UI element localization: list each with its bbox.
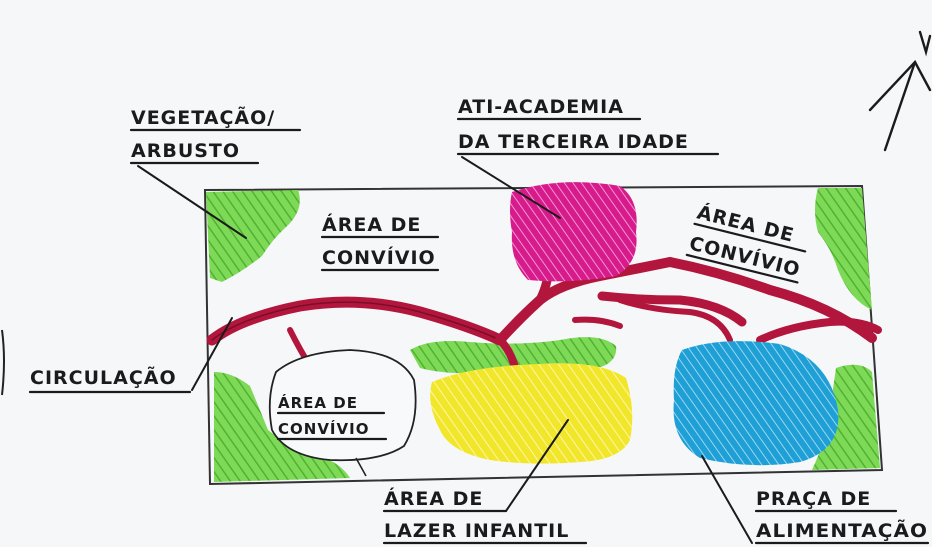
- vegetation-top-left: [206, 190, 300, 282]
- vegetation-bottom-left: [214, 372, 350, 482]
- leader-circulacao: [191, 317, 233, 391]
- underline: [693, 222, 807, 253]
- label-circulacao: CIRCULAÇÃO: [30, 365, 177, 389]
- leader-vegetacao: [137, 165, 247, 239]
- label-praca-line2: ALIMENTAÇÃO: [756, 518, 928, 542]
- edge-mark: [1, 329, 5, 396]
- label-ati-line1: ATI-ACADEMIA: [458, 96, 624, 118]
- label-ati-line2: DA TERCEIRA IDADE: [458, 131, 689, 153]
- label-lazer-line2: LAZER INFANTIL: [384, 520, 569, 542]
- label-convivio-left-line1: ÁREA DE: [322, 213, 421, 236]
- leader-lazer: [505, 419, 569, 512]
- label-convivio-left-line2: CONVÍVIO: [322, 246, 436, 269]
- north-arrow-icon: [868, 30, 932, 152]
- food-court-area: [673, 341, 839, 466]
- leader-ati: [461, 156, 561, 219]
- playground-area: [430, 363, 633, 464]
- vegetation-top-right: [815, 188, 872, 310]
- leader-praca: [701, 455, 753, 544]
- convivio-center-tail: [355, 457, 367, 477]
- label-vegetacao-line2: ARBUSTO: [131, 140, 240, 162]
- label-vegetacao-line1: VEGETAÇÃO/: [131, 105, 275, 129]
- label-praca-line1: PRAÇA DE: [756, 488, 871, 510]
- convivio-center-area: [268, 349, 417, 462]
- underline: [685, 253, 799, 284]
- label-convivio-center-line2: CONVÍVIO: [278, 419, 369, 438]
- label-lazer-line1: ÁREA DE: [384, 487, 483, 510]
- ati-academia-area: [510, 182, 637, 282]
- site-boundary: [203, 184, 884, 486]
- label-convivio-center-line1: ÁREA DE: [278, 393, 358, 412]
